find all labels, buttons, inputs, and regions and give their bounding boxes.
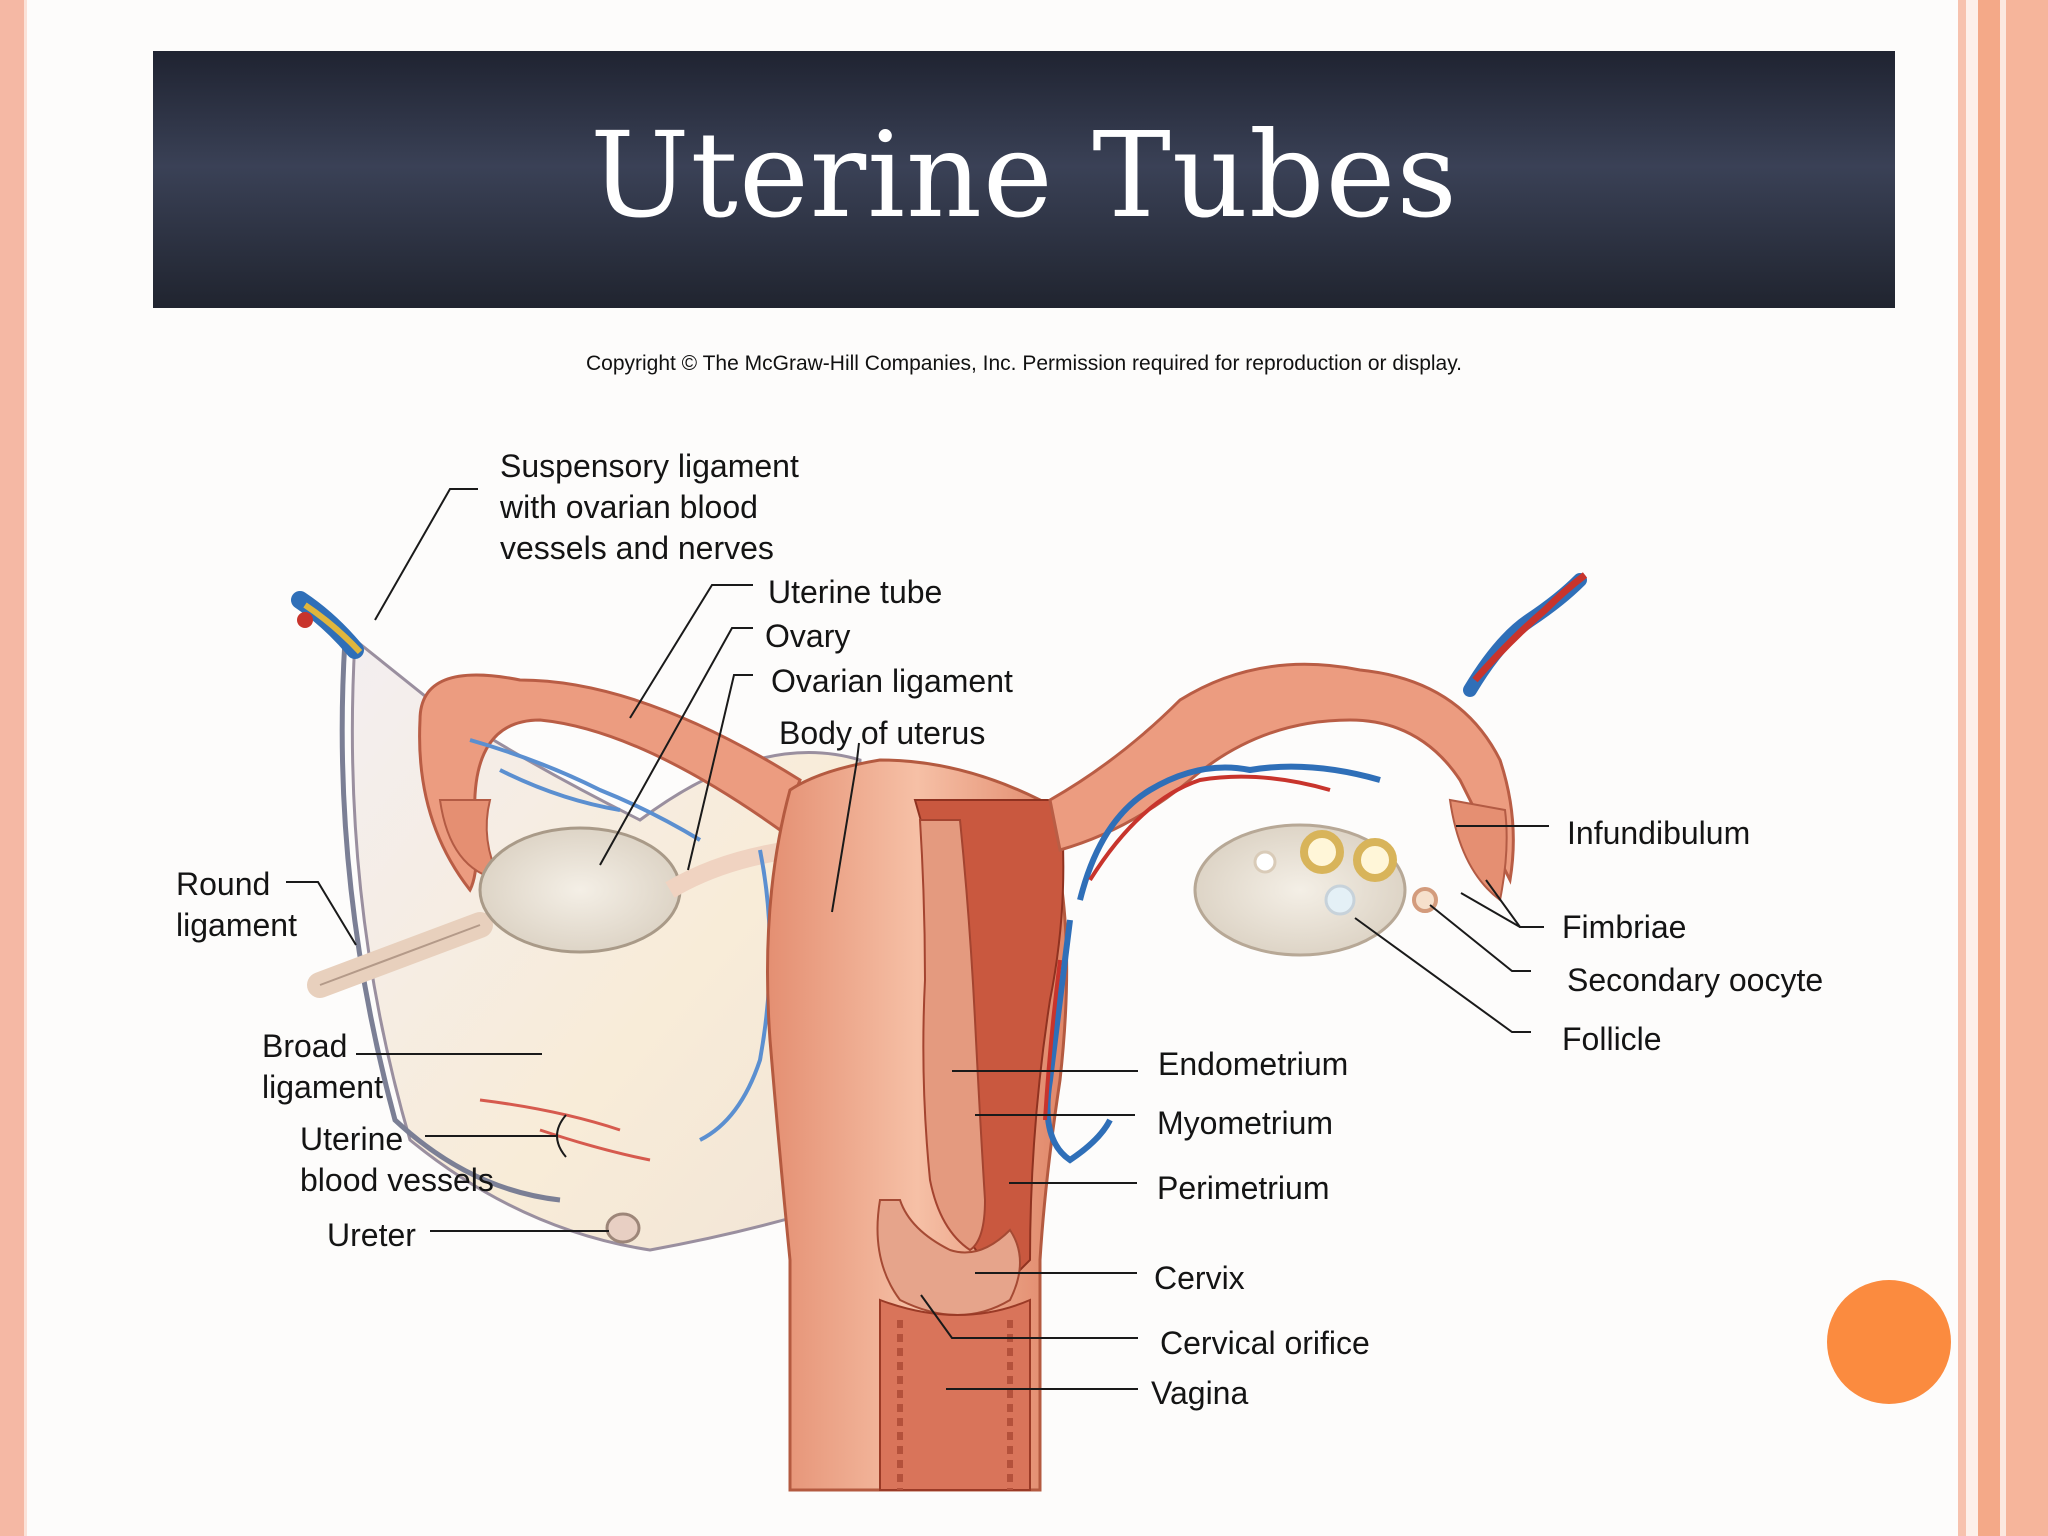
ureter-shape [605, 1212, 641, 1244]
left-vessels-blue [469, 738, 772, 1142]
label-ureter: Ureter [327, 1217, 416, 1253]
copyright-notice: Copyright © The McGraw-Hill Companies, I… [585, 352, 1463, 375]
left-uterine-tube [418, 673, 802, 893]
right-suspensory-vessels [1463, 572, 1588, 697]
label-ovary: Ovary [765, 618, 851, 654]
right-border-stripe [1966, 0, 1978, 1536]
left-ovary [478, 826, 682, 954]
right-border-stripe [1958, 0, 1966, 1536]
label-vagina: Vagina [1151, 1375, 1249, 1411]
label-cervical-orifice: Cervical orifice [1160, 1325, 1370, 1361]
right-ovary [1193, 823, 1407, 957]
label-uterine-tube: Uterine tube [768, 574, 943, 610]
label-endometrium: Endometrium [1158, 1046, 1349, 1082]
label-secondary-oocyte: Secondary oocyte [1567, 962, 1824, 998]
label-myometrium: Myometrium [1157, 1105, 1334, 1141]
left-border-inner [24, 0, 27, 1536]
label-ovarian-ligament: Ovarian ligament [771, 663, 1013, 699]
decorative-orange-dot [1827, 1280, 1951, 1404]
label-cervix: Cervix [1154, 1260, 1245, 1296]
title-banner: Uterine Tubes [153, 51, 1895, 308]
leader-lines [286, 488, 1549, 1390]
label-body-of-uterus: Body of uterus [779, 715, 986, 751]
label-suspensory-ligament: Suspensory ligament with ovarian blood v… [500, 448, 799, 566]
left-border [0, 0, 24, 1536]
right-fimbriae [1448, 798, 1508, 902]
label-follicle: Follicle [1562, 1021, 1662, 1057]
right-border-stripe [2000, 0, 2006, 1536]
vagina-shape [879, 1298, 1031, 1491]
right-border-stripe [2006, 0, 2048, 1536]
label-perimetrium: Perimetrium [1157, 1170, 1330, 1206]
slide-title: Uterine Tubes [590, 105, 1458, 244]
follicle-mark [1300, 830, 1344, 874]
cervix-shape [876, 1199, 1021, 1316]
right-uterine-tube [1048, 662, 1515, 885]
left-vessels-red [479, 1098, 651, 1162]
endometrium-section [918, 819, 987, 1252]
right-vessels-red [1043, 774, 1331, 1121]
label-uterine-blood-vessels: Uterine blood vessels [300, 1121, 494, 1198]
label-broad-ligament: Broad ligament [262, 1028, 383, 1105]
broad-ligament-fold [339, 639, 561, 1203]
label-infundibulum: Infundibulum [1567, 815, 1751, 851]
right-border-stripe [1978, 0, 2000, 1536]
label-fimbriae: Fimbriae [1562, 909, 1687, 945]
left-suspensory-vessels [291, 591, 364, 659]
label-round-ligament: Round ligament [176, 866, 297, 943]
